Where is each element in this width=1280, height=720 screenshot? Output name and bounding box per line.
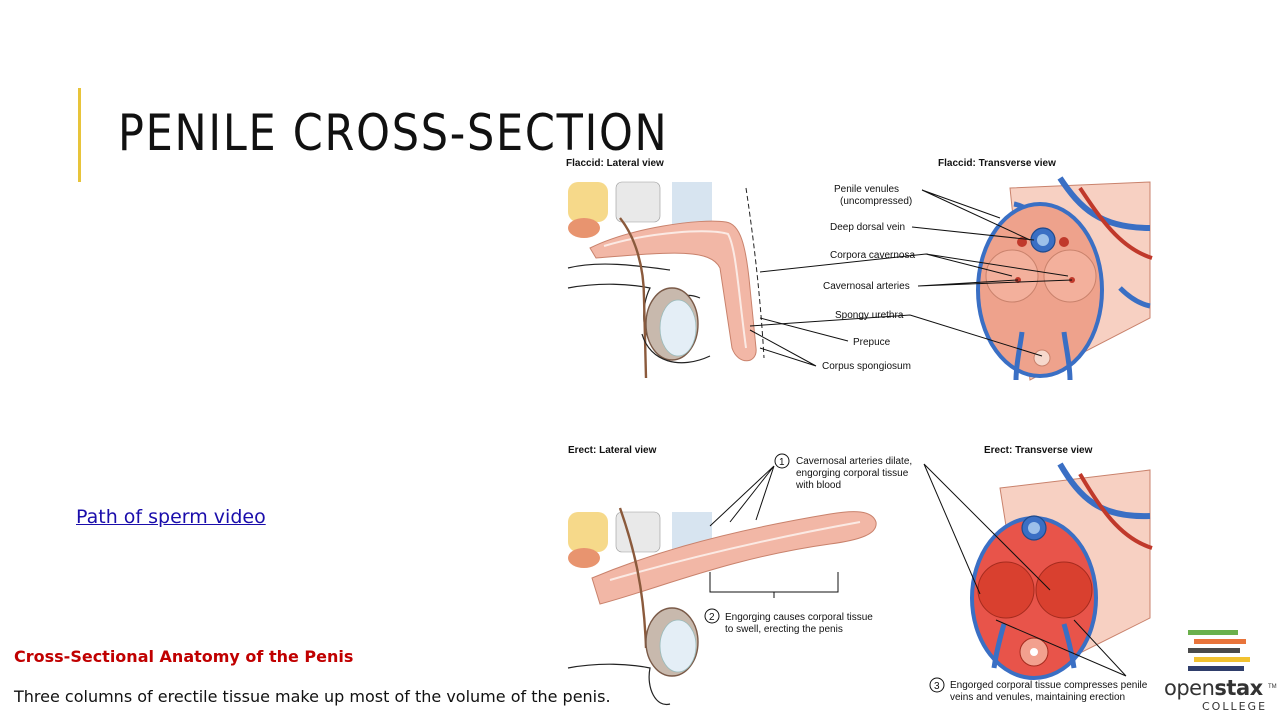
step-1-line-1: Cavernosal arteries dilate,	[796, 456, 912, 467]
anatomy-illustration: Flaccid: Lateral view Flaccid: Transvers…	[566, 158, 1153, 706]
wordmark-open: open	[1164, 676, 1215, 700]
label-penile-venules: Penile venules	[834, 184, 899, 195]
flaccid-transverse-header: Flaccid: Transverse view	[938, 158, 1056, 169]
label-corpus-spongiosum: Corpus spongiosum	[822, 361, 911, 372]
step-2-line-1: Engorging causes corporal tissue	[725, 612, 873, 623]
step-1: 1 Cavernosal arteries dilate, engorging …	[709, 453, 1051, 595]
erect-lateral-header: Erect: Lateral view	[568, 445, 657, 456]
step-2: 2 Engorging causes corporal tissue to sw…	[704, 608, 873, 635]
erect-transverse-header: Erect: Transverse view	[984, 445, 1093, 456]
label-penile-venules-uncompressed: (uncompressed)	[840, 196, 912, 207]
flaccid-lateral-header: Flaccid: Lateral view	[566, 158, 664, 169]
label-spongy-urethra: Spongy urethra	[835, 310, 904, 321]
step-1-line-3: with blood	[795, 480, 841, 491]
step-3-line-2: veins and venules, maintaining erection	[950, 692, 1125, 703]
trademark-mark: TM	[1268, 684, 1277, 690]
label-cavernosal-arteries: Cavernosal arteries	[823, 281, 910, 292]
step-3: 3 Engorged corporal tissue compresses pe…	[929, 619, 1148, 703]
openstax-wordmark: openstax	[1164, 676, 1263, 700]
erect-lateral-illustration	[567, 507, 877, 706]
step-1-line-2: engorging corporal tissue	[796, 468, 909, 479]
figure-caption-text: Three columns of erectile tissue make up…	[14, 687, 611, 706]
step-2-line-2: to swell, erecting the penis	[725, 624, 843, 635]
step-3-number: 3	[934, 681, 940, 692]
wordmark-stax: stax	[1214, 676, 1263, 700]
figure-caption-title: Cross-Sectional Anatomy of the Penis	[14, 647, 354, 666]
openstax-bars-icon	[1188, 630, 1250, 671]
erect-transverse-illustration	[970, 462, 1153, 680]
penis-anatomy-figure: Flaccid: Lateral view Flaccid: Transvers…	[560, 148, 1180, 708]
label-deep-dorsal-vein: Deep dorsal vein	[830, 222, 905, 233]
path-of-sperm-video-link[interactable]: Path of sperm video	[76, 506, 266, 528]
title-accent-bar	[78, 88, 81, 182]
label-prepuce: Prepuce	[853, 337, 891, 348]
step-2-number: 2	[709, 612, 715, 623]
logo-college-text: COLLEGE	[1202, 700, 1268, 713]
slide-title: PENILE CROSS-SECTION	[118, 104, 669, 162]
openstax-college-logo: openstax TM COLLEGE	[1162, 630, 1278, 714]
flaccid-labels: Penile venules (uncompressed) Deep dorsa…	[749, 184, 1073, 372]
flaccid-transverse-illustration	[976, 176, 1153, 381]
label-corpora-cavernosa: Corpora cavernosa	[830, 250, 915, 261]
flaccid-lateral-illustration	[567, 181, 765, 379]
step-3-line-1: Engorged corporal tissue compresses peni…	[950, 680, 1148, 691]
step-1-number: 1	[779, 457, 785, 468]
